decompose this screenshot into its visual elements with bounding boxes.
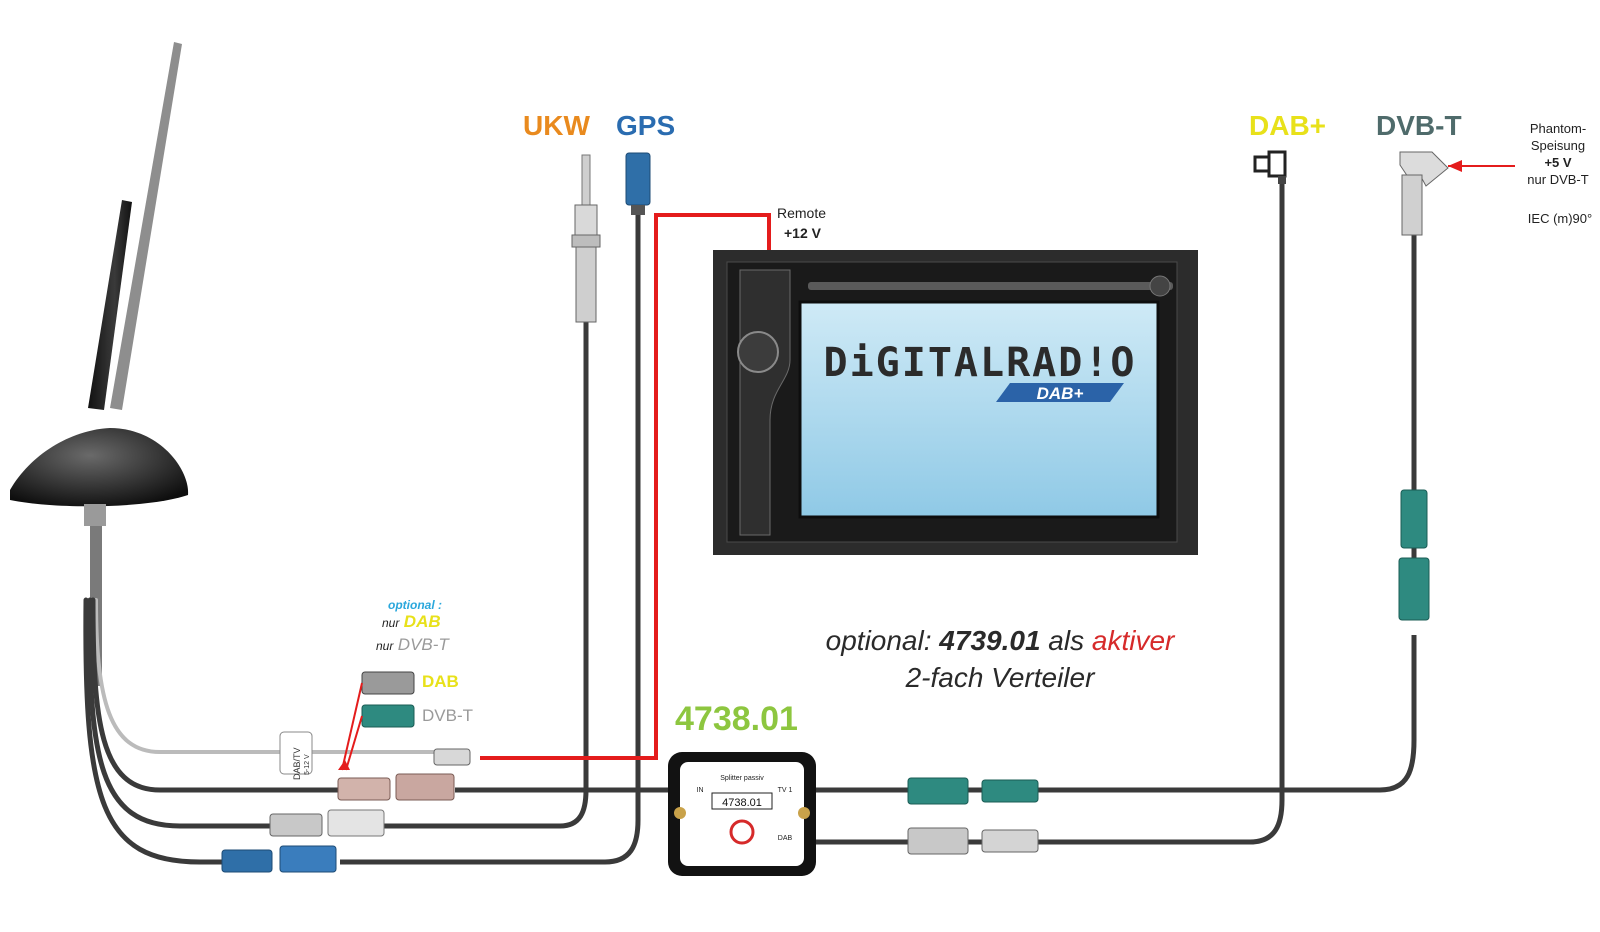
cable-ukw bbox=[87, 597, 293, 829]
antenna-cables bbox=[83, 597, 442, 865]
cable-dabtv-aux bbox=[94, 598, 442, 754]
opt-word-aktiver: aktiver bbox=[1091, 625, 1175, 656]
label-remote-voltage: +12 V bbox=[784, 225, 821, 241]
cable-dab-dvbt bbox=[90, 597, 363, 793]
cable-gps-to-radio bbox=[340, 210, 641, 865]
splitter-tv: TV 1 bbox=[778, 787, 793, 794]
dabtv-tag-voltage: 5-12 V bbox=[304, 754, 311, 775]
label-ukw: UKW bbox=[523, 110, 590, 141]
radio-head-unit: DiGITALRAD!O DAB+ bbox=[713, 250, 1198, 555]
right-connectors bbox=[907, 489, 1430, 855]
splitter-in: IN bbox=[697, 787, 704, 794]
cable-splitter-tv-out bbox=[815, 635, 1417, 793]
label-remote: Remote bbox=[777, 205, 827, 221]
nur-dvbt: DVB-T bbox=[397, 635, 449, 654]
splitter-title: Splitter passiv bbox=[720, 775, 764, 782]
nur-dab-line: nur DAB bbox=[382, 612, 441, 632]
nur-dvbt-line: nur DVB-T bbox=[376, 635, 449, 655]
phantom-line-4: nur DVB-T bbox=[1527, 172, 1589, 187]
dabtv-tag: DAB/TV bbox=[292, 747, 302, 780]
radio-input-cables bbox=[340, 180, 1417, 865]
conn-label-dab: DAB bbox=[422, 672, 459, 691]
nur-dab: DAB bbox=[403, 612, 441, 631]
nur-dvbt-prefix: nur bbox=[376, 639, 394, 653]
splitter-dab: DAB bbox=[778, 835, 793, 842]
conn-label-dvbt: DVB-T bbox=[422, 706, 473, 725]
model-4738: 4738.01 bbox=[675, 700, 798, 738]
optional-head: optional : bbox=[388, 598, 442, 612]
dab-plug bbox=[1253, 150, 1287, 184]
label-dvbt: DVB-T bbox=[1376, 110, 1462, 141]
screen-brand: DiGITALRAD!O bbox=[824, 340, 1137, 386]
splitter-model: 4738.01 bbox=[722, 797, 762, 809]
gps-plug bbox=[625, 152, 651, 215]
cable-splitter-dab-out bbox=[815, 180, 1285, 845]
nur-dab-prefix: nur bbox=[382, 616, 400, 630]
opt-word-als: als bbox=[1048, 625, 1085, 656]
remote-wire bbox=[480, 213, 771, 760]
optional-note-line1: optional: 4739.01 als aktiver bbox=[790, 625, 1210, 657]
opt-word-model: 4739.01 bbox=[939, 625, 1041, 656]
screen-badge-text: DAB+ bbox=[1037, 384, 1084, 403]
label-gps: GPS bbox=[616, 110, 676, 141]
phantom-power-note: Phantom- Speisung +5 V nur DVB-T bbox=[1522, 120, 1594, 188]
splitter-4738: 4738.01 Splitter passiv IN TV 1 DAB bbox=[668, 752, 816, 876]
phantom-line-2: Speisung bbox=[1530, 138, 1586, 153]
label-iec: IEC (m)90° bbox=[1527, 211, 1593, 226]
screen-dab-badge bbox=[996, 383, 1124, 402]
phantom-line-1: Phantom- bbox=[1529, 121, 1587, 136]
opt-word-optional: optional: bbox=[825, 625, 932, 656]
ukw-plug bbox=[571, 154, 601, 323]
label-dab-plus: DAB+ bbox=[1249, 110, 1327, 141]
roof-antenna bbox=[10, 42, 189, 686]
optional-connectors bbox=[221, 671, 471, 873]
dvbt-iec-plug bbox=[1399, 151, 1515, 236]
phantom-line-3: +5 V bbox=[1544, 155, 1572, 170]
cable-gps bbox=[83, 597, 243, 865]
optional-note-line2: 2-fach Verteiler bbox=[905, 662, 1095, 693]
